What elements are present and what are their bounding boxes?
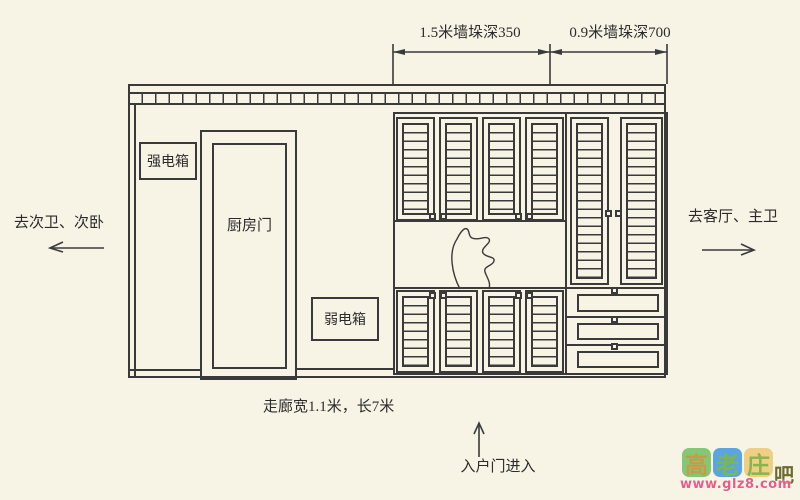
louver-slats <box>445 123 472 215</box>
right-cabinet-frame <box>565 112 668 375</box>
louver-door-tall <box>620 117 663 285</box>
watermark: 高 老 庄 吧 www.glz8.com <box>678 444 796 498</box>
elevation-outer-frame <box>128 84 666 378</box>
louver-door <box>439 290 478 373</box>
door-handle <box>615 210 622 217</box>
door-handle <box>429 292 436 299</box>
louver-door <box>396 117 435 221</box>
corridor-note: 走廊宽1.1米，长7米 <box>263 399 395 415</box>
baseline-mid-wall <box>297 368 393 370</box>
drawer <box>577 351 659 368</box>
louver-door <box>525 290 564 373</box>
right-exit-label: 去客厅、主卫 <box>688 209 779 225</box>
kitchen-door-label: 厨房门 <box>226 218 272 234</box>
watermark-tile: 高 <box>682 448 711 479</box>
louver-slats <box>531 123 558 215</box>
watermark-suffix: 吧 <box>774 463 794 487</box>
louver-door <box>482 290 521 373</box>
louver-door <box>525 117 564 221</box>
left-exit-label: 去次卫、次卧 <box>14 215 105 231</box>
door-handle <box>515 213 522 220</box>
dimension-lines <box>392 44 668 84</box>
dimension-label-left: 1.5米墙垛深350 <box>419 25 521 41</box>
louver-door <box>482 117 521 221</box>
louver-slats <box>402 123 429 215</box>
watermark-char: 老 <box>716 452 739 479</box>
break-squiggle <box>451 227 495 290</box>
watermark-tile: 老 <box>713 448 742 479</box>
drawer <box>577 323 659 340</box>
weak-electric-box-label: 弱电箱 <box>324 313 366 328</box>
louver-door <box>396 290 435 373</box>
louver-slats <box>576 123 603 279</box>
watermark-tile: 庄 <box>744 448 773 479</box>
strong-electric-box: 强电箱 <box>139 142 197 180</box>
dimension-label-right: 0.9米墙垛深700 <box>569 25 671 41</box>
entry-label: 入户门进入 <box>460 459 536 475</box>
right-arrow-icon <box>702 243 757 256</box>
door-handle <box>605 210 612 217</box>
drawer-handle <box>611 287 618 294</box>
drawer <box>577 294 659 312</box>
louver-slats <box>445 296 472 367</box>
entry-arrow-icon <box>473 421 485 457</box>
door-handle <box>440 292 447 299</box>
watermark-url: www.glz8.com <box>680 477 792 492</box>
louver-slats <box>402 296 429 367</box>
watermark-char: 高 <box>685 452 708 479</box>
niche-top-line <box>394 220 566 222</box>
left-wall-inner-line <box>134 105 136 378</box>
left-arrow-icon <box>47 241 104 253</box>
ceiling-tile-band <box>128 92 666 105</box>
louver-slats <box>531 296 558 367</box>
louver-slats <box>626 123 657 279</box>
louver-door-tall <box>570 117 609 285</box>
door-handle <box>429 213 436 220</box>
strong-electric-box-label: 强电箱 <box>147 155 189 170</box>
watermark-char: 庄 <box>747 452 770 479</box>
door-handle <box>440 213 447 220</box>
kitchen-door-inner: 厨房门 <box>212 143 287 369</box>
drawer-handle <box>611 316 618 323</box>
door-handle <box>526 292 533 299</box>
weak-electric-box: 弱电箱 <box>311 297 379 341</box>
louver-slats <box>488 123 515 215</box>
louver-door <box>439 117 478 221</box>
kitchen-door-outer <box>200 130 297 380</box>
louver-slats <box>488 296 515 367</box>
door-handle <box>526 213 533 220</box>
door-handle <box>515 292 522 299</box>
drawer-handle <box>611 343 618 350</box>
niche-bottom-line <box>394 287 667 289</box>
baseline-left-wall <box>130 369 200 371</box>
